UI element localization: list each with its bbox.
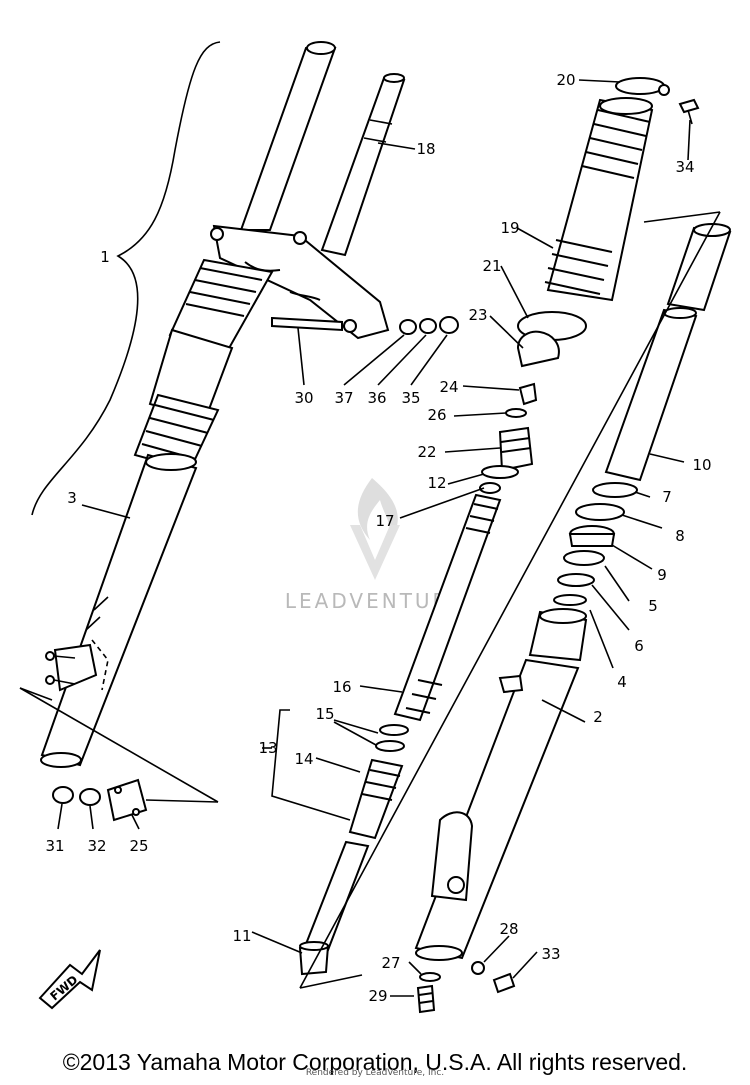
washer-5 — [563, 550, 605, 566]
callout-20: 20 — [556, 71, 575, 89]
callout-28: 28 — [499, 920, 518, 938]
nut-31 — [52, 786, 74, 804]
rendered-by-note: Rendered by LeadVenture, Inc. — [305, 1068, 445, 1078]
gasket-27 — [419, 972, 441, 982]
callout-19: 19 — [500, 219, 519, 237]
spring-16 — [393, 493, 502, 722]
leader-lines — [57, 79, 691, 997]
callout-27: 27 — [381, 954, 400, 972]
washer-36 — [419, 318, 437, 334]
callout-9: 9 — [657, 566, 667, 584]
washer-37 — [399, 319, 417, 335]
callout-21: 21 — [482, 257, 501, 275]
exploded-parts-diagram: LEADVENTURE — [19, 41, 732, 1014]
callout-22: 22 — [417, 443, 436, 461]
pinch-bolt-30 — [271, 316, 343, 332]
callout-26: 26 — [427, 406, 446, 424]
spacer-15a — [379, 724, 409, 736]
callout-10: 10 — [692, 456, 711, 474]
axle-holder-25 — [106, 778, 148, 822]
leadventure-watermark: LEADVENTURE — [285, 478, 465, 613]
callout-7: 7 — [662, 488, 672, 506]
clip-8 — [575, 503, 625, 521]
rod-13 — [304, 840, 370, 952]
oil-seal-9 — [568, 525, 616, 547]
callout-37: 37 — [334, 389, 353, 407]
callout-32: 32 — [87, 837, 106, 855]
callout-2: 2 — [593, 708, 603, 726]
inner-tube-10 — [604, 223, 732, 482]
callout-34: 34 — [675, 158, 694, 176]
callout-12: 12 — [427, 474, 446, 492]
right-fork-boot — [544, 97, 654, 302]
copyright-notice: ©2013 Yamaha Motor Corporation, U.S.A. A… — [62, 1049, 688, 1075]
callout-18: 18 — [416, 140, 435, 158]
callout-4: 4 — [617, 673, 627, 691]
bushing-6 — [557, 573, 595, 587]
ring-12 — [481, 465, 519, 479]
nut-35 — [439, 316, 459, 334]
assembly-lines — [19, 211, 721, 989]
fwd-arrow-icon: FWD — [38, 949, 101, 1010]
slide-metal-4 — [553, 594, 587, 606]
callout-8: 8 — [675, 527, 685, 545]
callout-35: 35 — [401, 389, 420, 407]
seat-17 — [479, 482, 501, 494]
bolt-33 — [492, 972, 516, 994]
damper-rod-14 — [348, 758, 404, 840]
washer-32 — [79, 788, 101, 806]
callout-3: 3 — [67, 489, 77, 507]
spacer-15b — [375, 740, 405, 752]
air-valve-24 — [518, 382, 538, 406]
callout-30: 30 — [294, 389, 313, 407]
callout-24: 24 — [439, 378, 458, 396]
drain-bolt-29 — [416, 984, 436, 1014]
left-fork-assembly — [40, 41, 406, 768]
washer-28 — [471, 961, 485, 975]
cap-bolt-22 — [498, 426, 534, 472]
callout-5: 5 — [648, 597, 658, 615]
cap-23 — [516, 330, 560, 368]
callout-1: 1 — [100, 248, 110, 266]
o-ring-26 — [505, 408, 527, 418]
callout-6: 6 — [634, 637, 644, 655]
callout-29: 29 — [368, 987, 387, 1005]
dust-seal-7 — [592, 482, 638, 498]
oil-lock-piece-11 — [298, 941, 330, 976]
boot-clamp-20 — [615, 77, 670, 96]
callout-15: 15 — [315, 705, 334, 723]
callout-23: 23 — [468, 306, 487, 324]
callout-16: 16 — [332, 678, 351, 696]
callout-33: 33 — [541, 945, 560, 963]
callout-13: 13 — [258, 739, 277, 757]
callout-labels: 1 2 3 4 5 6 7 8 9 10 11 12 13 14 15 16 1… — [45, 71, 711, 1005]
callout-36: 36 — [367, 389, 386, 407]
callout-14: 14 — [294, 750, 313, 768]
outer-tube-2 — [414, 608, 588, 961]
callout-17: 17 — [375, 512, 394, 530]
callout-31: 31 — [45, 837, 64, 855]
callout-11: 11 — [232, 927, 251, 945]
bracket-part-1 — [31, 41, 221, 516]
screw-34 — [678, 98, 700, 125]
callout-25: 25 — [129, 837, 148, 855]
watermark-text: LEADVENTURE — [285, 589, 465, 613]
